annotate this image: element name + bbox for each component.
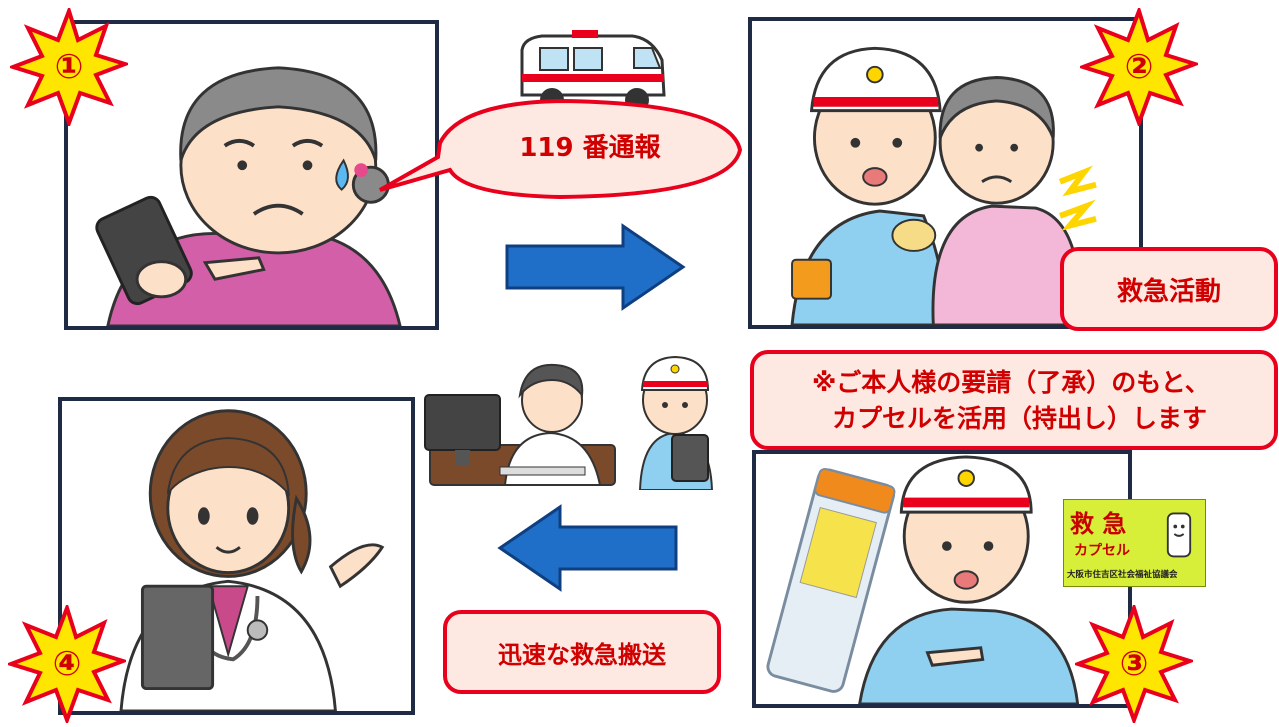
star-badge-icon bbox=[1076, 4, 1202, 129]
arrow-right-icon bbox=[503, 222, 688, 312]
doctor-illustration bbox=[119, 409, 385, 711]
panel-step-4 bbox=[58, 397, 415, 715]
panel-step-1 bbox=[64, 20, 439, 330]
paramedic-capsule-illustration bbox=[766, 455, 1080, 704]
arrow-left-icon bbox=[495, 503, 680, 593]
step-badge-1: ① bbox=[6, 4, 132, 129]
paramedic-tablet-illustration bbox=[630, 355, 720, 491]
step-badge-3: ③ bbox=[1071, 601, 1197, 726]
sticker-title: 救 急 bbox=[1070, 510, 1127, 538]
capsule-note-line-1: ※ご本人様の要請（了承）のもと、 bbox=[812, 368, 1210, 397]
rapid-transport-label: 迅速な救急搬送 bbox=[443, 610, 721, 694]
star-badge-icon bbox=[6, 4, 132, 129]
capsule-note-line-2: カプセルを活用（持出し）します bbox=[832, 404, 1208, 433]
step-number-2: ② bbox=[1124, 47, 1154, 87]
step-badge-4: ④ bbox=[4, 601, 130, 726]
star-badge-icon bbox=[1071, 601, 1197, 726]
step-number-1: ① bbox=[54, 47, 84, 87]
emergency-call-label: 119 番通報 bbox=[519, 132, 661, 163]
sticker-organization: 大阪市住吉区社会福祉協議会 bbox=[1067, 570, 1178, 580]
paramedic-assisting-illustration bbox=[790, 46, 1097, 325]
emergency-call-bubble: 119 番通報 bbox=[370, 95, 750, 205]
sticker-subtitle: カプセル bbox=[1074, 543, 1130, 559]
capsule-usage-note: ※ご本人様の要請（了承）のもと、 カプセルを活用（持出し）します bbox=[750, 350, 1278, 450]
doctor-computer-illustration bbox=[420, 355, 620, 490]
elderly-woman-phone-illustration bbox=[95, 66, 402, 326]
capsule-mascot-icon bbox=[1166, 512, 1192, 558]
star-badge-icon bbox=[4, 601, 130, 726]
step-number-4: ④ bbox=[52, 644, 82, 684]
step-badge-2: ② bbox=[1076, 4, 1202, 129]
step-number-3: ③ bbox=[1119, 644, 1149, 684]
emergency-capsule-sticker: 救 急 カプセル 大阪市住吉区社会福祉協議会 bbox=[1063, 499, 1206, 587]
rescue-activity-label: 救急活動 bbox=[1060, 247, 1278, 331]
